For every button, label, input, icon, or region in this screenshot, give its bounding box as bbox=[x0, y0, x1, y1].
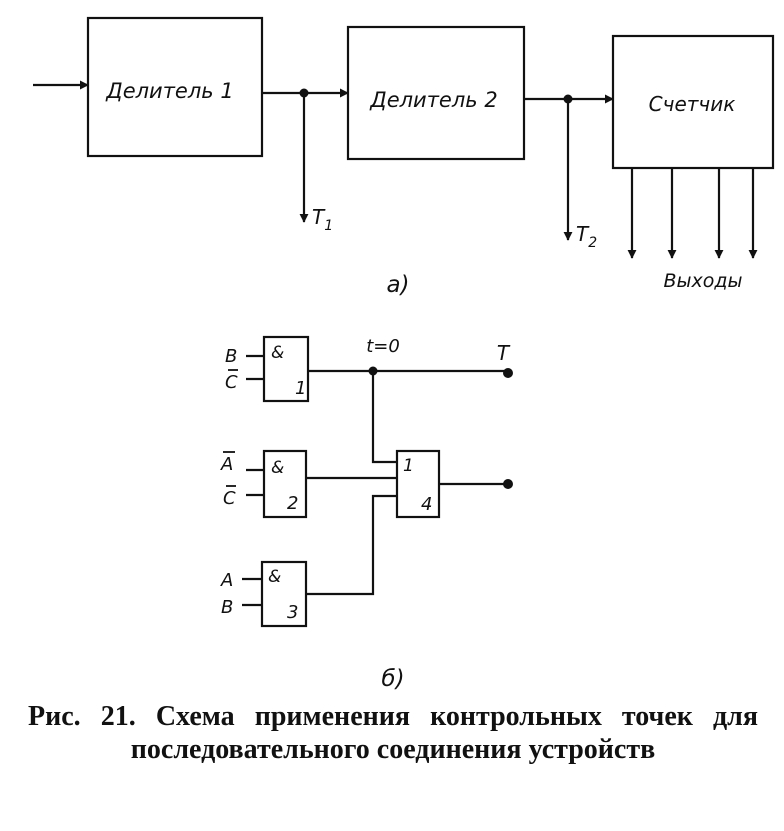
gate1-box bbox=[262, 335, 310, 403]
junction-dot-tap1 bbox=[299, 88, 309, 98]
figure-caption: Рис. 21. Схема применения контрольных то… bbox=[28, 701, 758, 765]
diagram-b-label: б) bbox=[381, 666, 404, 692]
counter-label: Счетчик bbox=[649, 92, 736, 116]
output-terminal-gate4 bbox=[503, 479, 513, 489]
output-terminal-t bbox=[503, 368, 513, 378]
gate4-symbol: 1 bbox=[403, 456, 414, 476]
counter-block bbox=[611, 34, 775, 170]
diagram-a-label: а) bbox=[386, 272, 409, 298]
divider2-block bbox=[346, 25, 526, 161]
gate2-input-1-label: A bbox=[220, 454, 233, 475]
gate1-symbol: & bbox=[271, 343, 284, 363]
gate1-input-2-label: C bbox=[225, 372, 238, 393]
junction-dot-tap2 bbox=[563, 94, 573, 104]
t-output-label: T bbox=[497, 341, 511, 365]
wire-gate1-to-gate4 bbox=[371, 371, 397, 464]
junction-dot-t0 bbox=[368, 366, 378, 376]
gate4-number: 4 bbox=[421, 494, 432, 515]
gate2-number: 2 bbox=[287, 493, 298, 514]
tap2-label: T2 bbox=[576, 222, 597, 251]
wire-gate3-to-gate4 bbox=[306, 494, 397, 596]
gate3-symbol: & bbox=[268, 567, 281, 587]
divider2-label: Делитель 2 bbox=[369, 88, 497, 112]
gate1-number: 1 bbox=[295, 378, 306, 399]
divider1-block bbox=[86, 16, 264, 158]
t-zero-label: t=0 bbox=[366, 336, 400, 357]
divider1-label: Делитель 1 bbox=[105, 79, 233, 103]
outputs-label: Выходы bbox=[663, 270, 742, 292]
tap1-label: T1 bbox=[312, 205, 333, 234]
gate3-input-1-label: A bbox=[220, 570, 233, 591]
gate2-box bbox=[262, 449, 308, 519]
gate1-input-1-label: B bbox=[225, 346, 237, 367]
gate2-symbol: & bbox=[271, 458, 284, 478]
gate3-number: 3 bbox=[287, 602, 298, 623]
gate2-input-2-label: C bbox=[223, 488, 236, 509]
gate3-input-2-label: B bbox=[221, 597, 233, 618]
